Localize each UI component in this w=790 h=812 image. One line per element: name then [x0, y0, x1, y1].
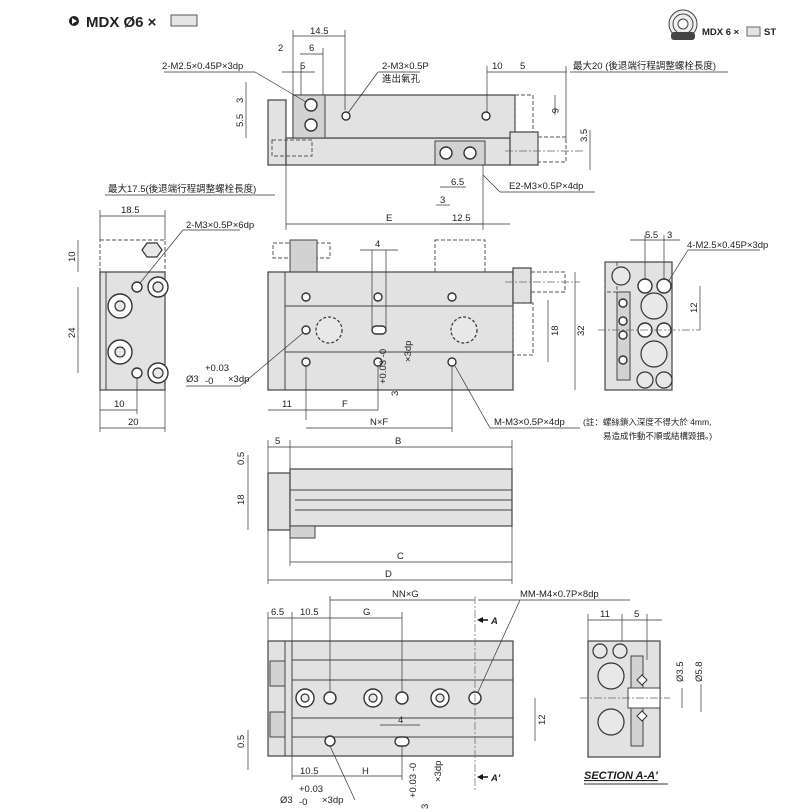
slot-depth: ×3dp [403, 341, 414, 362]
slot-label: 3 [390, 391, 401, 396]
slot-tol: +0.03 -0 [408, 763, 419, 798]
dim-0-5: 0.5 [236, 452, 247, 465]
dim-10-vertical: 10 [67, 251, 78, 262]
dim-18: 18 [550, 325, 561, 336]
right-end-view: 5.5 3 4-M2.5×0.45P×3dp 12 [598, 230, 768, 391]
dim-24: 24 [67, 327, 78, 338]
dim-10: 10 [492, 61, 503, 72]
dim-12-5: 12.5 [452, 213, 471, 224]
dim-6-vertical: 6 [549, 108, 560, 113]
dim-5b: 5 [520, 61, 525, 72]
dim-d: D [385, 569, 392, 580]
dim-3b: 3 [440, 195, 445, 206]
max-17-5-note: 最大17.5(後退端行程調整螺栓長度) [108, 183, 256, 195]
callout-e2: E2-M3×0.5P×4dp [509, 181, 583, 192]
dim-3: 3 [667, 230, 672, 241]
dim-10-5b: 10.5 [300, 766, 319, 777]
pin-hole-label: Ø3 [280, 795, 293, 806]
dim-18: 18 [236, 494, 247, 505]
slot-label: 3 [420, 804, 431, 809]
pin-hole-label: Ø3 [186, 374, 199, 385]
dim-12: 12 [689, 302, 700, 313]
header: MDX Ø6 × MDX 6 × ST [69, 9, 776, 40]
dim-2: 2 [278, 43, 283, 54]
dim-nng: NN×G [392, 589, 419, 600]
callout-mm: MM-M4×0.7P×8dp [520, 589, 599, 600]
dim-6: 6 [309, 43, 314, 54]
dim-14-5: 14.5 [310, 26, 329, 37]
variant-label: MDX 6 × [702, 27, 740, 38]
note-line-2: 易造成作動不順或結構毀損。) [603, 431, 712, 441]
section-view: 11 5 Ø3.5 Ø5.8 SECTION A-A' [580, 609, 705, 785]
left-end-view: 18.5 2-M3×0.5P×6dp 10 24 10 20 [67, 205, 254, 432]
slot-depth: ×3dp [433, 761, 444, 782]
max-20-note: 最大20 (後退端行程調整螺栓長度) [573, 60, 716, 72]
dim-nf: N×F [370, 417, 388, 428]
section-marker-a-prime: A' [490, 773, 501, 784]
variant-suffix: ST [764, 27, 776, 38]
top-view: 14.5 2 6 5 2-M2.5×0.45P×3dp 2-M3×0.5P 進出… [105, 26, 728, 230]
dim-20: 20 [128, 417, 139, 428]
dim-11: 11 [282, 399, 292, 410]
dim-5: 5 [634, 609, 639, 620]
dim-3: 3 [235, 98, 246, 103]
adjuster-logo-icon [668, 9, 698, 40]
dim-f: F [342, 399, 348, 410]
variant-placeholder-box [746, 26, 761, 37]
pin-depth: ×3dp [322, 795, 343, 806]
dim-32: 32 [576, 325, 587, 336]
model-title: MDX Ø6 × [86, 14, 157, 31]
dim-h: H [362, 766, 369, 777]
pin-tol-minus: -0 [205, 376, 213, 387]
dim-10: 10 [114, 399, 125, 410]
main-view: 4 18 32 Ø3 +0.03 -0 ×3dp 3 +0.03 -0 ×3dp… [186, 239, 712, 441]
dim-g: G [363, 607, 370, 618]
dim-diameter-3-5: Ø3.5 [675, 661, 686, 682]
dim-e: E [386, 213, 392, 224]
dim-11: 11 [600, 609, 610, 620]
dim-0-5: 0.5 [236, 735, 247, 748]
dim-10-5: 10.5 [300, 607, 319, 618]
side-view: 5 B 0.5 18 C D [236, 436, 513, 584]
dim-5: 5 [300, 61, 305, 72]
callout-ports: 2-M2.5×0.45P×3dp [162, 61, 243, 72]
dim-b: B [395, 436, 401, 447]
dim-6-5: 6.5 [271, 607, 284, 618]
dim-5-5: 5.5 [235, 114, 246, 127]
dim-4: 4 [398, 715, 403, 726]
section-title: SECTION A-A' [584, 770, 658, 782]
pin-depth: ×3dp [228, 374, 249, 385]
dim-diameter-5-8: Ø5.8 [694, 661, 705, 682]
dim-12: 12 [537, 714, 548, 725]
stroke-placeholder-box [170, 14, 198, 27]
dim-5: 5 [275, 436, 280, 447]
pin-tol-plus: +0.03 [205, 363, 229, 374]
pin-tol-minus: -0 [299, 797, 307, 808]
dim-5-5: 5.5 [645, 230, 658, 241]
callout-air-port: 2-M3×0.5P [382, 61, 429, 72]
callout-mounting: 4-M2.5×0.45P×3dp [687, 240, 768, 251]
dim-3-5: 3.5 [579, 129, 590, 142]
section-marker-a: A [490, 616, 498, 627]
pin-tol-plus: +0.03 [299, 784, 323, 795]
bottom-view: 6.5 10.5 G NN×G MM-M4×0.7P×8dp A A' 12 4… [236, 589, 630, 809]
callout-m: M-M3×0.5P×4dp [494, 417, 565, 428]
dim-6-5: 6.5 [451, 177, 464, 188]
dim-c: C [397, 551, 404, 562]
callout-mounting: 2-M3×0.5P×6dp [186, 220, 254, 231]
note-line-1: (註：螺絲鎖入深度不得大於 4mm, [583, 417, 711, 427]
dim-4: 4 [375, 239, 380, 250]
air-port-note: 進出氣孔 [382, 73, 421, 85]
dim-18-5: 18.5 [121, 205, 140, 216]
slot-tol: +0.03 -0 [378, 349, 389, 384]
